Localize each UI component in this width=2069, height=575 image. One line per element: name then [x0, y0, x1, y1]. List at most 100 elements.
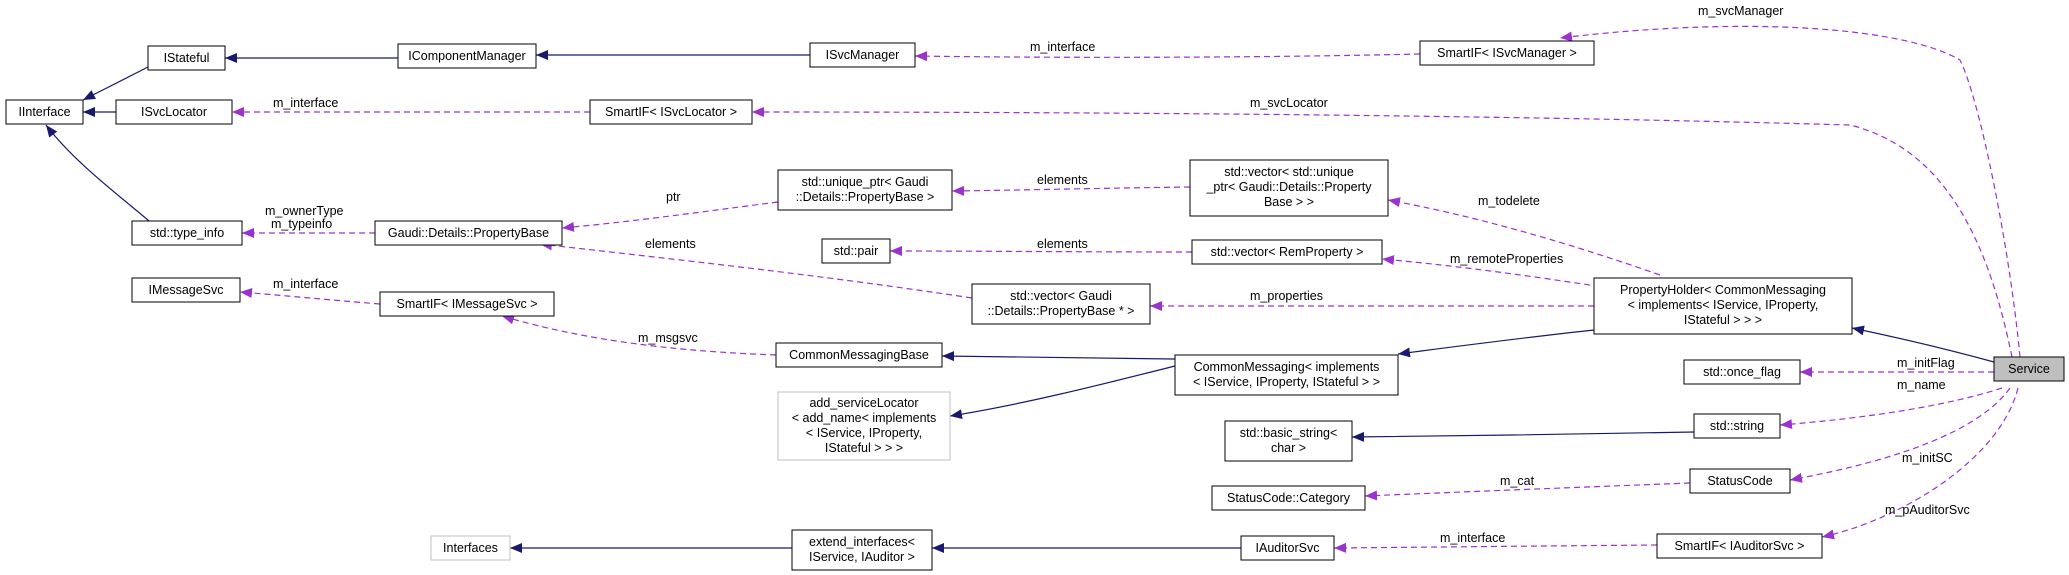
node-std-pair[interactable]: std::pair	[821, 238, 891, 264]
label-ptr: ptr	[666, 190, 681, 204]
node-statuscode[interactable]: StatusCode	[1689, 468, 1791, 494]
edge-service-to-statuscode	[1789, 387, 2011, 483]
svg-text:add_serviceLocator< add_name<: add_serviceLocator< add_name< implements…	[792, 396, 937, 455]
node-add-servicelocator-line-1: < add_name< implements	[792, 411, 937, 425]
svg-text:ISvcManager: ISvcManager	[826, 48, 900, 62]
node-once-flag-line-0: std::once_flag	[1703, 365, 1781, 379]
node-commonmessaging[interactable]: CommonMessaging< implements< IService, I…	[1174, 354, 1399, 396]
svg-text:StatusCode::Category: StatusCode::Category	[1227, 491, 1351, 505]
node-icomponentmanager[interactable]: IComponentManager	[397, 43, 537, 69]
node-istateful[interactable]: IStateful	[147, 45, 226, 71]
edge-smartif-auditor-to-iauditorsvc	[1333, 542, 1658, 553]
node-propertyholder-line-1: < implements< IService, IProperty,	[1628, 298, 1819, 312]
label-m-cat: m_cat	[1500, 474, 1535, 488]
node-commonmessagingbase-line-0: CommonMessagingBase	[789, 348, 929, 362]
node-std-string[interactable]: std::string	[1693, 413, 1781, 439]
svg-text:Service: Service	[2008, 362, 2050, 376]
node-extend-interfaces-line-1: IService, IAuditor >	[809, 550, 915, 564]
node-smartif-imessagesvc[interactable]: SmartIF< IMessageSvc >	[379, 291, 555, 317]
node-smartif-iauditorsvc-line-0: SmartIF< IAuditorSvc >	[1675, 539, 1805, 553]
svg-text:CommonMessagingBase: CommonMessagingBase	[789, 348, 929, 362]
svg-text:std::once_flag: std::once_flag	[1703, 365, 1781, 379]
usage-edges	[232, 25, 2021, 553]
svg-text:PropertyHolder< CommonMessagin: PropertyHolder< CommonMessaging< impleme…	[1620, 283, 1826, 327]
node-vector-unique-ptr-line-0: std::vector< std::unique	[1224, 165, 1354, 179]
node-commonmessagingbase[interactable]: CommonMessagingBase	[775, 342, 943, 368]
node-unique-ptr-propertybase[interactable]: std::unique_ptr< Gaudi::Details::Propert…	[777, 169, 953, 211]
node-icomponentmanager-line-0: IComponentManager	[408, 49, 525, 63]
node-iinterface[interactable]: IInterface	[5, 99, 84, 125]
node-isvclocator-line-0: ISvcLocator	[141, 105, 207, 119]
node-interfaces[interactable]: Interfaces	[430, 535, 511, 561]
edge-stdstring-to-basicstring	[1351, 431, 1695, 442]
node-statuscode-category[interactable]: StatusCode::Category	[1211, 485, 1366, 511]
label-elements-propbase: elements	[645, 237, 696, 251]
node-basic-string-line-0: std::basic_string<	[1240, 426, 1338, 440]
node-commonmessaging-line-0: CommonMessaging< implements	[1194, 360, 1380, 374]
node-vector-propertybase-ptr[interactable]: std::vector< Gaudi::Details::PropertyBas…	[971, 283, 1151, 325]
label-m-ownertype: m_ownerType	[265, 204, 344, 218]
node-isvcmanager-line-0: ISvcManager	[826, 48, 900, 62]
node-once-flag[interactable]: std::once_flag	[1683, 359, 1801, 385]
edge-svclocator-usage	[751, 107, 2013, 358]
node-vector-propertybase-ptr-line-0: std::vector< Gaudi	[1010, 289, 1112, 303]
label-m-interface-svcmanager: m_interface	[1030, 40, 1095, 54]
svg-text:std::vector< Gaudi::Details::P: std::vector< Gaudi::Details::PropertyBas…	[988, 289, 1135, 318]
edge-svcmanager-usage	[1559, 25, 2021, 358]
label-m-svclocator: m_svcLocator	[1250, 96, 1328, 110]
svg-text:ISvcLocator: ISvcLocator	[141, 105, 207, 119]
node-std-pair-line-0: std::pair	[834, 244, 878, 258]
node-propertyholder[interactable]: PropertyHolder< CommonMessaging< impleme…	[1593, 277, 1853, 335]
node-smartif-isvcmanager[interactable]: SmartIF< ISvcManager >	[1419, 40, 1595, 66]
node-commonmessaging-line-1: < IService, IProperty, IStateful > >	[1193, 375, 1380, 389]
svg-text:StatusCode: StatusCode	[1707, 474, 1772, 488]
svg-text:SmartIF< IMessageSvc >: SmartIF< IMessageSvc >	[396, 297, 537, 311]
svg-text:IComponentManager: IComponentManager	[408, 49, 525, 63]
svg-text:SmartIF< IAuditorSvc >: SmartIF< IAuditorSvc >	[1675, 539, 1805, 553]
node-extend-interfaces[interactable]: extend_interfaces<IService, IAuditor >	[791, 529, 933, 571]
node-imessagesvc[interactable]: IMessageSvc	[131, 277, 241, 303]
node-statuscode-category-line-0: StatusCode::Category	[1227, 491, 1351, 505]
label-m-msgsvc: m_msgsvc	[638, 331, 698, 345]
node-type-info-line-0: std::type_info	[150, 226, 224, 240]
label-m-name: m_name	[1897, 378, 1946, 392]
node-iauditorsvc[interactable]: IAuditorSvc	[1240, 535, 1335, 561]
node-add-servicelocator-line-3: IStateful > > >	[825, 441, 903, 455]
node-type-info[interactable]: std::type_info	[131, 220, 243, 246]
svg-text:SmartIF< ISvcLocator >: SmartIF< ISvcLocator >	[605, 105, 737, 119]
node-isvclocator[interactable]: ISvcLocator	[115, 99, 233, 125]
node-vector-unique-ptr[interactable]: std::vector< std::unique_ptr< Gaudi::Det…	[1189, 159, 1389, 217]
edge-vector-rem-to-pair	[889, 246, 1193, 257]
node-smartif-isvcmanager-line-0: SmartIF< ISvcManager >	[1437, 46, 1577, 60]
label-m-svcmanager: m_svcManager	[1698, 4, 1783, 18]
label-m-initflag: m_initFlag	[1897, 356, 1955, 370]
node-vector-remproperty[interactable]: std::vector< RemProperty >	[1191, 239, 1383, 265]
svg-text:std::unique_ptr< Gaudi::Detail: std::unique_ptr< Gaudi::Details::Propert…	[796, 175, 935, 204]
label-m-remoteproperties: m_remoteProperties	[1450, 252, 1563, 266]
node-istateful-line-0: IStateful	[164, 51, 210, 65]
node-service[interactable]: Service	[1993, 356, 2065, 382]
edge-commonmessaging-to-commonmessagingbase	[941, 351, 1176, 362]
node-isvcmanager[interactable]: ISvcManager	[809, 42, 916, 68]
node-add-servicelocator-line-2: < IService, IProperty,	[806, 426, 922, 440]
label-m-interface-auditor: m_interface	[1440, 531, 1505, 545]
edge-vector-propbase-to-propertybase	[539, 240, 973, 299]
node-propertybase[interactable]: Gaudi::Details::PropertyBase	[374, 220, 563, 246]
label-m-interface-svclocator: m_interface	[273, 96, 338, 110]
node-basic-string[interactable]: std::basic_string<char >	[1224, 420, 1353, 462]
node-vector-remproperty-line-0: std::vector< RemProperty >	[1211, 245, 1364, 259]
node-smartif-isvclocator[interactable]: SmartIF< ISvcLocator >	[589, 99, 753, 125]
node-unique-ptr-propertybase-line-0: std::unique_ptr< Gaudi	[802, 175, 929, 189]
node-vector-propertybase-ptr-line-1: ::Details::PropertyBase * >	[988, 304, 1135, 318]
node-propertybase-line-0: Gaudi::Details::PropertyBase	[388, 226, 549, 240]
label-m-pauditorsvc: m_pAuditorSvc	[1885, 503, 1970, 517]
node-smartif-isvclocator-line-0: SmartIF< ISvcLocator >	[605, 105, 737, 119]
svg-text:Interfaces: Interfaces	[443, 541, 498, 555]
svg-text:IStateful: IStateful	[164, 51, 210, 65]
label-elements-pair: elements	[1037, 237, 1088, 251]
node-add-servicelocator[interactable]: add_serviceLocator< add_name< implements…	[777, 391, 951, 461]
edge-smartif-msgsvc-to-imessagesvc	[239, 287, 381, 305]
node-smartif-iauditorsvc[interactable]: SmartIF< IAuditorSvc >	[1656, 533, 1823, 559]
edge-labels: m_svcManager m_interface m_interface m_s…	[265, 4, 1970, 545]
